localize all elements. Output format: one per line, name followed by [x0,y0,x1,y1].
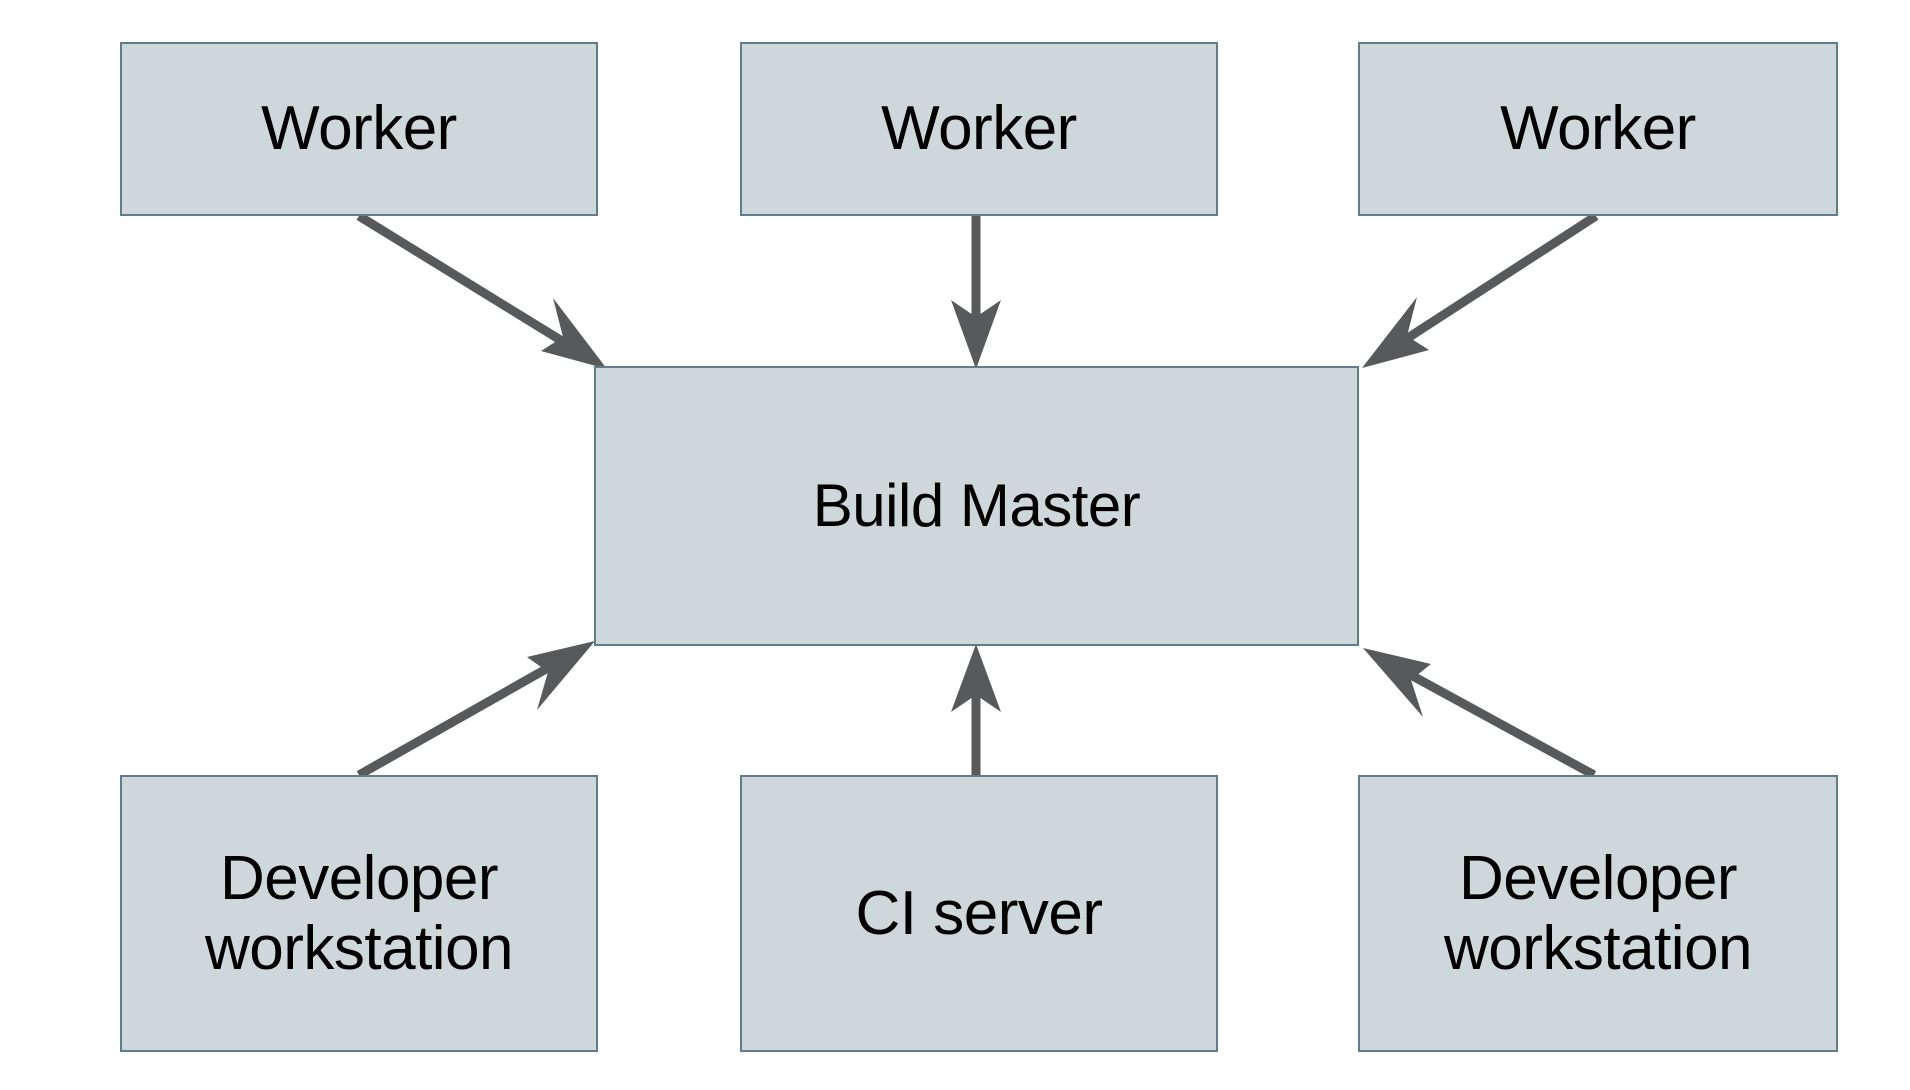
edge-worker-2-to-build-master [951,216,1001,369]
edge-worker-1-to-build-master [356,212,607,369]
node-developer-workstation-right[interactable]: Developer workstation [1358,775,1838,1052]
node-worker-2-label: Worker [881,94,1077,164]
node-worker-3-label: Worker [1500,94,1696,164]
node-build-master[interactable]: Build Master [594,366,1359,646]
node-ci-server[interactable]: CI server [740,775,1218,1052]
edge-ci-server-to-build-master [951,644,1001,775]
edge-dev-ws-left-to-build-master [356,641,595,779]
node-build-master-label: Build Master [812,472,1141,540]
node-worker-2[interactable]: Worker [740,42,1218,216]
node-developer-workstation-left-label: Developer workstation [204,844,514,983]
node-developer-workstation-right-label: Developer workstation [1443,844,1753,983]
edge-dev-ws-right-to-build-master [1363,648,1597,779]
node-ci-server-label: CI server [855,878,1103,948]
node-developer-workstation-left[interactable]: Developer workstation [120,775,598,1052]
node-worker-1-label: Worker [261,94,457,164]
node-worker-3[interactable]: Worker [1358,42,1838,216]
edge-worker-3-to-build-master [1362,212,1599,368]
node-worker-1[interactable]: Worker [120,42,598,216]
